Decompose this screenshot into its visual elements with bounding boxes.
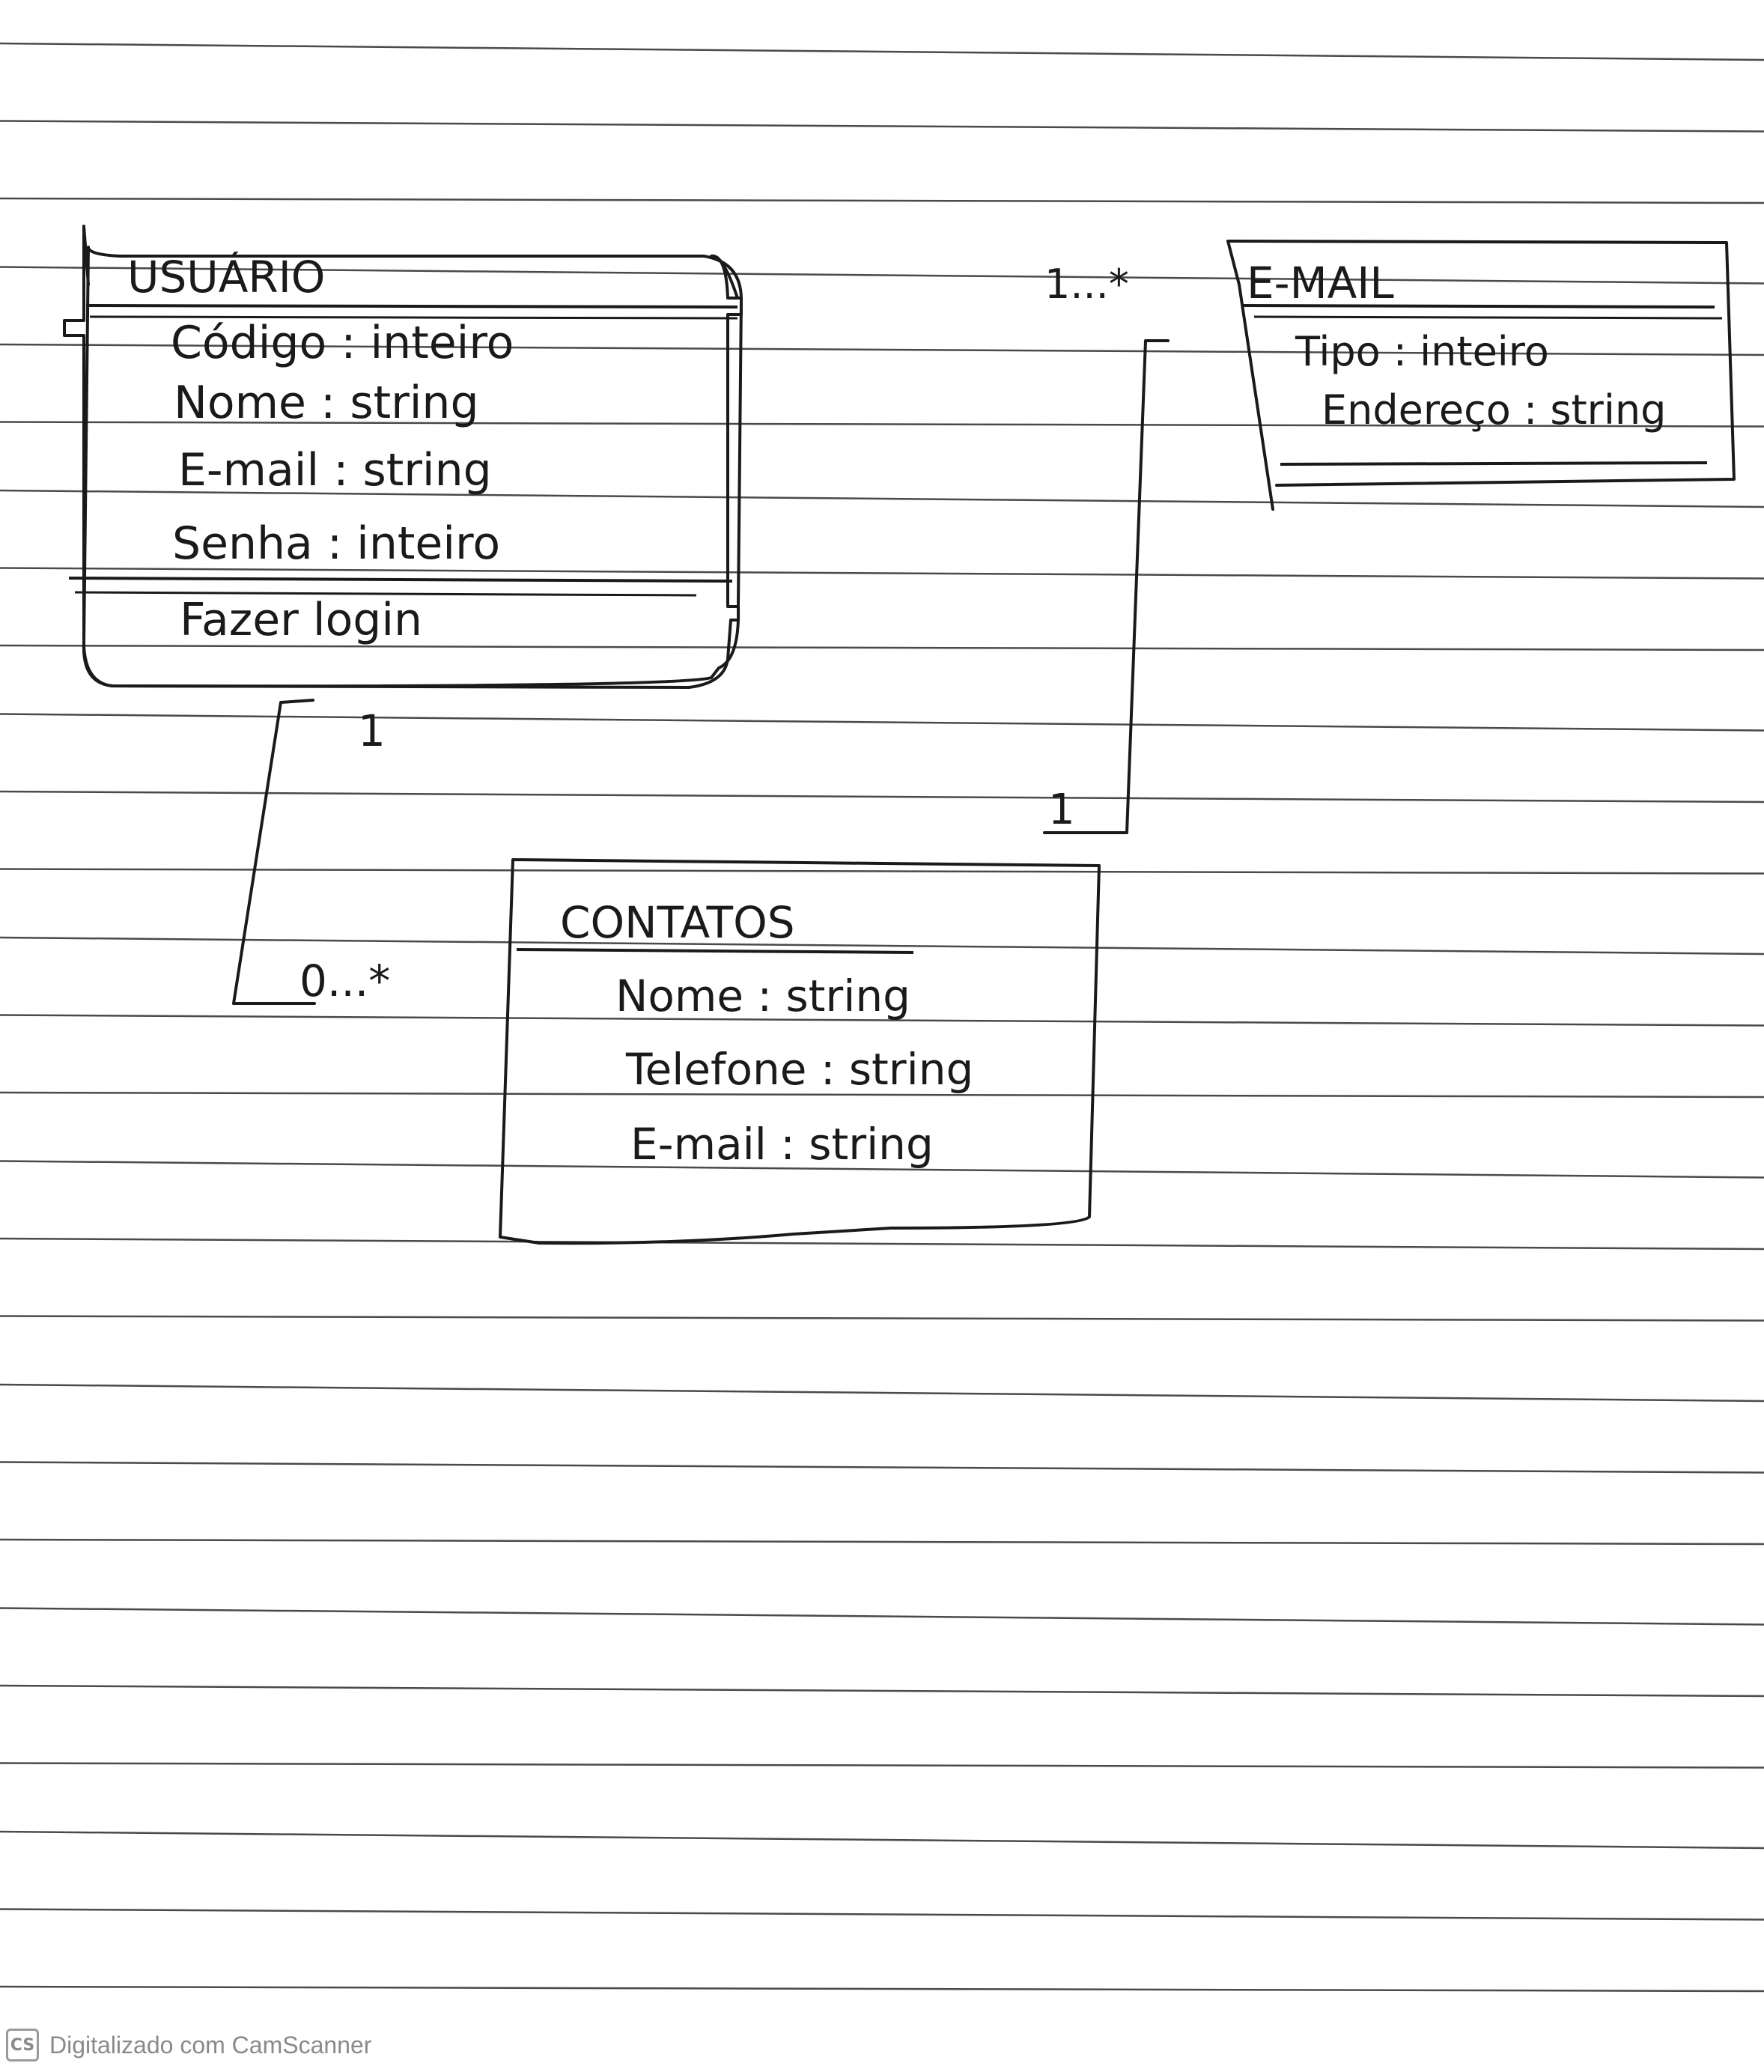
ruled-line (0, 197, 1764, 204)
ruled-line (0, 120, 1764, 133)
class-email-name: E-MAIL (1247, 258, 1394, 309)
class-usuario-header-divider (85, 304, 738, 309)
class-usuario-attribute: Código : inteiro (171, 317, 514, 369)
ruled-line (0, 1607, 1764, 1626)
ruled-line (0, 936, 1764, 956)
multiplicity-usuario-end: 1 (358, 705, 386, 756)
ruled-line (0, 343, 1764, 356)
association-contatos-email (1043, 339, 1170, 834)
ruled-line (0, 790, 1764, 803)
class-contatos-attribute: Telefone : string (625, 1044, 973, 1095)
ruled-line (0, 489, 1764, 508)
ruled-line (0, 567, 1764, 580)
class-usuario-attribute: Nome : string (174, 377, 479, 429)
ruled-line (0, 1160, 1764, 1179)
ruled-line (0, 1908, 1764, 1921)
ruled-line (0, 1684, 1764, 1698)
class-email-methods-divider (1280, 461, 1708, 466)
class-email-header-divider (1242, 304, 1715, 309)
ruled-line (0, 644, 1764, 651)
ruled-line (0, 713, 1764, 732)
class-contatos-header-divider (516, 948, 914, 954)
ruled-line (0, 421, 1764, 428)
watermark-text: Digitalizado com CamScanner (49, 2031, 372, 2059)
ruled-line (0, 1091, 1764, 1099)
class-email-box (1226, 240, 1736, 511)
multiplicity-email-end: 1...* (1044, 261, 1129, 308)
class-contatos-attribute: E-mail : string (630, 1119, 934, 1170)
multiplicity-contatos-end: 1 (1048, 786, 1075, 834)
ruled-line (0, 1237, 1764, 1251)
ruled-line (0, 1762, 1764, 1769)
ruled-line (0, 42, 1764, 61)
class-usuario-methods-divider (68, 577, 733, 583)
class-email-attribute: Endereço : string (1322, 386, 1666, 434)
camscanner-watermark: CS Digitalizado com CamScanner (6, 2028, 371, 2062)
ruled-line (0, 1830, 1764, 1850)
class-usuario-attribute: E-mail : string (178, 444, 492, 496)
class-contatos-attribute: Nome : string (615, 970, 910, 1021)
class-contatos-name: CONTATOS (560, 897, 795, 948)
class-email: E-MAIL Tipo : inteiro Endereço : string (1226, 240, 1736, 511)
ruled-line (0, 1315, 1764, 1322)
ruled-line (0, 868, 1764, 875)
camscanner-logo-icon: CS (6, 2029, 39, 2062)
ruled-line (0, 266, 1764, 285)
association-usuario-contatos (232, 699, 316, 1005)
class-contatos-box (499, 858, 1101, 1245)
ruled-line (0, 1014, 1764, 1027)
class-usuario-method: Fazer login (180, 594, 422, 646)
ruled-line (0, 1985, 1764, 1993)
ruled-line (0, 1461, 1764, 1474)
class-email-attribute: Tipo : inteiro (1295, 328, 1549, 375)
class-usuario: USUÁRIO Código : inteiro Nome : string E… (63, 225, 743, 689)
class-usuario-attribute: Senha : inteiro (172, 517, 500, 570)
ruled-line (0, 1538, 1764, 1546)
class-contatos: CONTATOS Nome : string Telefone : string… (499, 858, 1101, 1245)
class-usuario-name: USUÁRIO (127, 251, 325, 303)
ruled-line (0, 1383, 1764, 1403)
multiplicity-contatos-end: 0...* (299, 956, 390, 1006)
